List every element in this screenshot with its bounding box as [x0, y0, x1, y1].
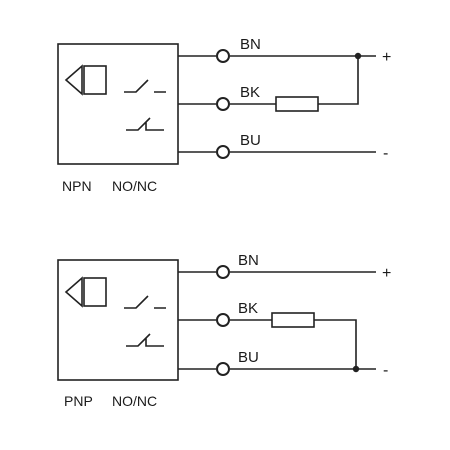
- pnp-diagram: BN BK BU + - PNP NO/NC: [57, 252, 391, 409]
- npn-diagram: BN BK BU + - NPN NO/NC: [57, 36, 391, 194]
- pnp-bu-label: BU: [238, 349, 259, 366]
- pnp-load-return-wire: [314, 319, 357, 369]
- npn-bu-terminal: [216, 145, 230, 159]
- pnp-nc-contact-icon: [126, 333, 164, 347]
- npn-nc-contact-icon: [126, 117, 164, 131]
- npn-bn-label: BN: [240, 36, 261, 53]
- pnp-bu-terminal: [216, 362, 230, 376]
- npn-junction-dot: [354, 52, 362, 60]
- pnp-bn-terminal: [216, 265, 230, 279]
- pnp-positive-sign: +: [382, 265, 391, 282]
- pnp-type-label: PNP: [64, 393, 93, 409]
- npn-negative-sign: -: [383, 145, 388, 162]
- npn-load-return-wire: [318, 56, 359, 105]
- pnp-mode-label: NO/NC: [112, 393, 157, 409]
- npn-bn-terminal: [216, 49, 230, 63]
- npn-bu-label: BU: [240, 132, 261, 149]
- npn-mode-label: NO/NC: [112, 178, 157, 194]
- pnp-no-contact-icon: [124, 295, 166, 309]
- npn-no-contact-icon: [124, 79, 166, 93]
- pnp-sensor-symbol-icon: [64, 276, 107, 308]
- pnp-sensor-body: [57, 259, 179, 381]
- npn-positive-sign: +: [382, 49, 391, 66]
- npn-bk-label: BK: [240, 84, 260, 101]
- pnp-bk-terminal: [216, 313, 230, 327]
- npn-type-label: NPN: [62, 178, 92, 194]
- npn-bk-terminal: [216, 97, 230, 111]
- pnp-negative-sign: -: [383, 362, 388, 379]
- npn-sensor-symbol-icon: [64, 64, 107, 96]
- npn-load-resistor: [275, 96, 319, 112]
- pnp-bn-label: BN: [238, 252, 259, 269]
- pnp-load-resistor: [271, 312, 315, 328]
- npn-sensor-body: [57, 43, 179, 165]
- pnp-bk-label: BK: [238, 300, 258, 317]
